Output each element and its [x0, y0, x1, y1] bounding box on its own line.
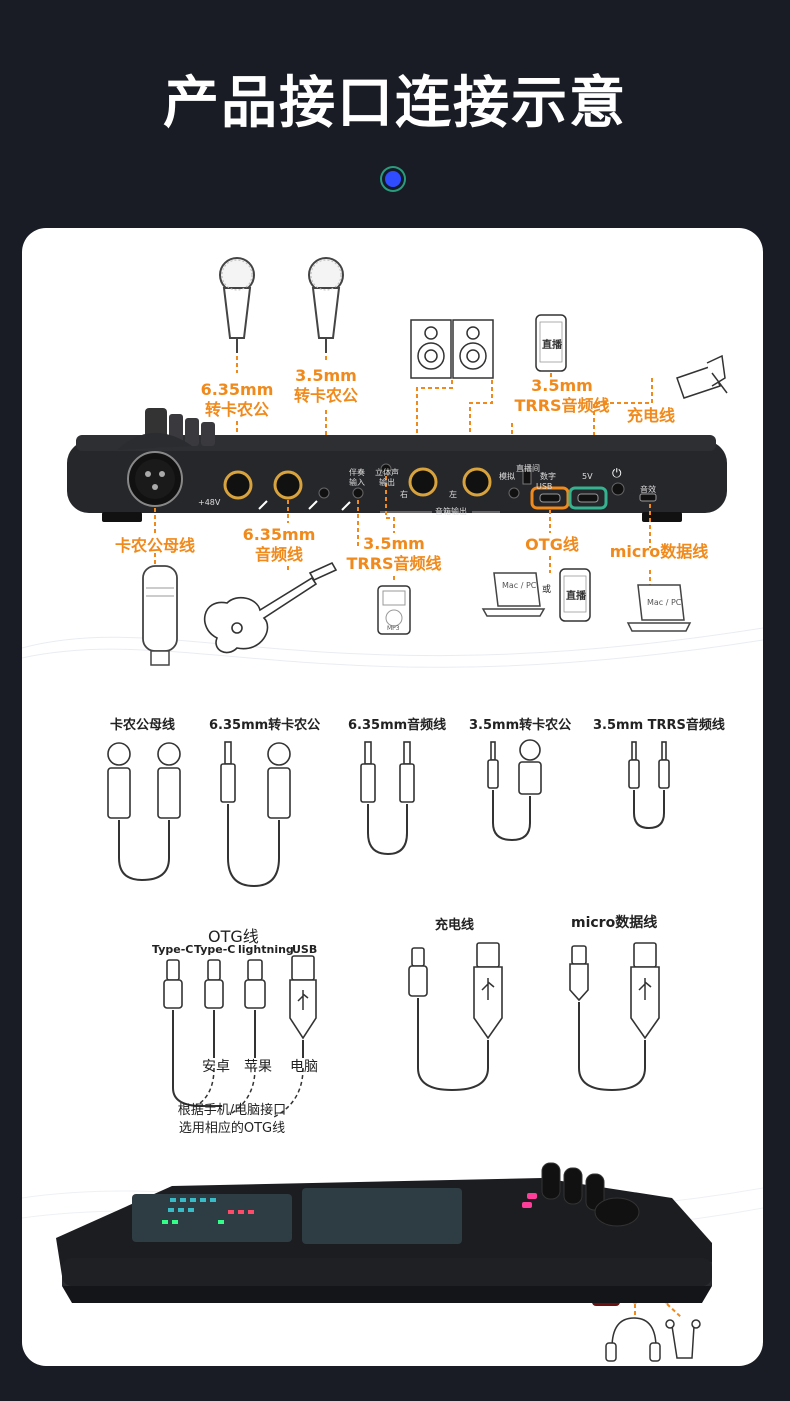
- otg-note: 根据手机/电脑接口 选用相应的OTG线: [177, 1103, 287, 1136]
- phone-live-top: 直播: [542, 340, 562, 351]
- laptop-left-label: Mac / PC: [502, 581, 537, 590]
- power-icon: ⏻: [612, 466, 622, 480]
- panel-label-accompany: 伴奏 输入: [349, 468, 365, 487]
- otg-target-android: 安卓: [202, 1059, 230, 1075]
- content-card: 6.35mm 转卡农公 3.5mm 转卡农公 3.5mm TRRS音频线 充电线…: [22, 228, 763, 1366]
- label-trrs-top: 3.5mm TRRS音频线: [514, 376, 610, 415]
- phone-live-bottom: 直播: [566, 591, 586, 602]
- cable-label-35-trrs: 3.5mm TRRS音频线: [593, 718, 725, 733]
- label-trrs-bottom: 3.5mm TRRS音频线: [346, 534, 442, 573]
- connection-diagram: [22, 257, 763, 668]
- otg-plug-typec-2: Type-C: [194, 943, 236, 956]
- laptop-icon: [626, 584, 692, 632]
- panel-label-digital: 数字: [540, 472, 556, 481]
- cable-label-xlr: 卡农公母线: [110, 718, 176, 733]
- phone-icon: [535, 314, 567, 372]
- panel-label-48v: +48V: [198, 498, 221, 507]
- label-635-audio: 6.35mm 音频线: [242, 525, 316, 564]
- page-title: 产品接口连接示意: [163, 71, 627, 136]
- earphones-icon: [665, 1319, 701, 1359]
- otg-plug-typec-1: Type-C: [152, 943, 194, 956]
- mixer-top-view: [22, 1162, 763, 1362]
- otg-target-pc: 电脑: [290, 1059, 318, 1075]
- condenser-microphone-icon: [142, 565, 178, 666]
- label-charge-top: 充电线: [626, 406, 675, 425]
- phone-icon: [559, 568, 591, 622]
- charge-cable-title: 充电线: [435, 918, 475, 933]
- label-micro: micro数据线: [609, 542, 709, 561]
- panel-label-sound: 音效: [640, 485, 656, 494]
- guitar-icon: [203, 561, 338, 654]
- mp3-player-icon: [377, 585, 411, 635]
- otg-title: OTG线: [208, 927, 259, 946]
- panel-label-usb: USB: [536, 482, 553, 491]
- otg-plug-usb: USB: [292, 943, 318, 956]
- headphones-icon: [605, 1317, 661, 1362]
- micro-cable-title: micro数据线: [571, 915, 658, 931]
- microphone-icon: [308, 257, 344, 353]
- panel-label-live: 直播间: [516, 464, 540, 473]
- cable-label-635-xlr: 6.35mm转卡农公: [209, 718, 321, 733]
- panel-label-stereo-out: 立体声 输出: [375, 468, 399, 487]
- cable-label-635-audio: 6.35mm音频线: [348, 718, 447, 733]
- or-label: 或: [542, 585, 552, 595]
- panel-label-speaker-out: 音箱输出: [435, 507, 467, 516]
- mp3-label: MP3: [387, 625, 400, 632]
- panel-label-left: 左: [449, 490, 457, 499]
- cables-illustration: [107, 739, 670, 1119]
- panel-label-right: 右: [400, 490, 408, 499]
- panel-label-analog: 模拟: [499, 472, 515, 481]
- otg-target-apple: 苹果: [244, 1059, 272, 1075]
- label-635-to-xlr: 6.35mm 转卡农公: [200, 380, 274, 419]
- microphone-icon: [219, 257, 255, 353]
- panel-label-5v: 5V: [582, 472, 593, 481]
- speaker-icon: [410, 319, 494, 379]
- laptop-icon: [481, 572, 546, 617]
- laptop-right-label: Mac / PC: [647, 598, 682, 607]
- label-35-to-xlr: 3.5mm 转卡农公: [293, 366, 358, 405]
- charger-icon: [676, 354, 728, 399]
- section-indicator-dot: [385, 171, 401, 187]
- cable-label-35-xlr: 3.5mm转卡农公: [469, 718, 572, 733]
- label-otg: OTG线: [525, 535, 579, 554]
- mixer-back-panel: [67, 408, 727, 522]
- label-xlr-female: 卡农公母线: [114, 536, 195, 555]
- otg-plug-lightning: lightning: [238, 943, 294, 956]
